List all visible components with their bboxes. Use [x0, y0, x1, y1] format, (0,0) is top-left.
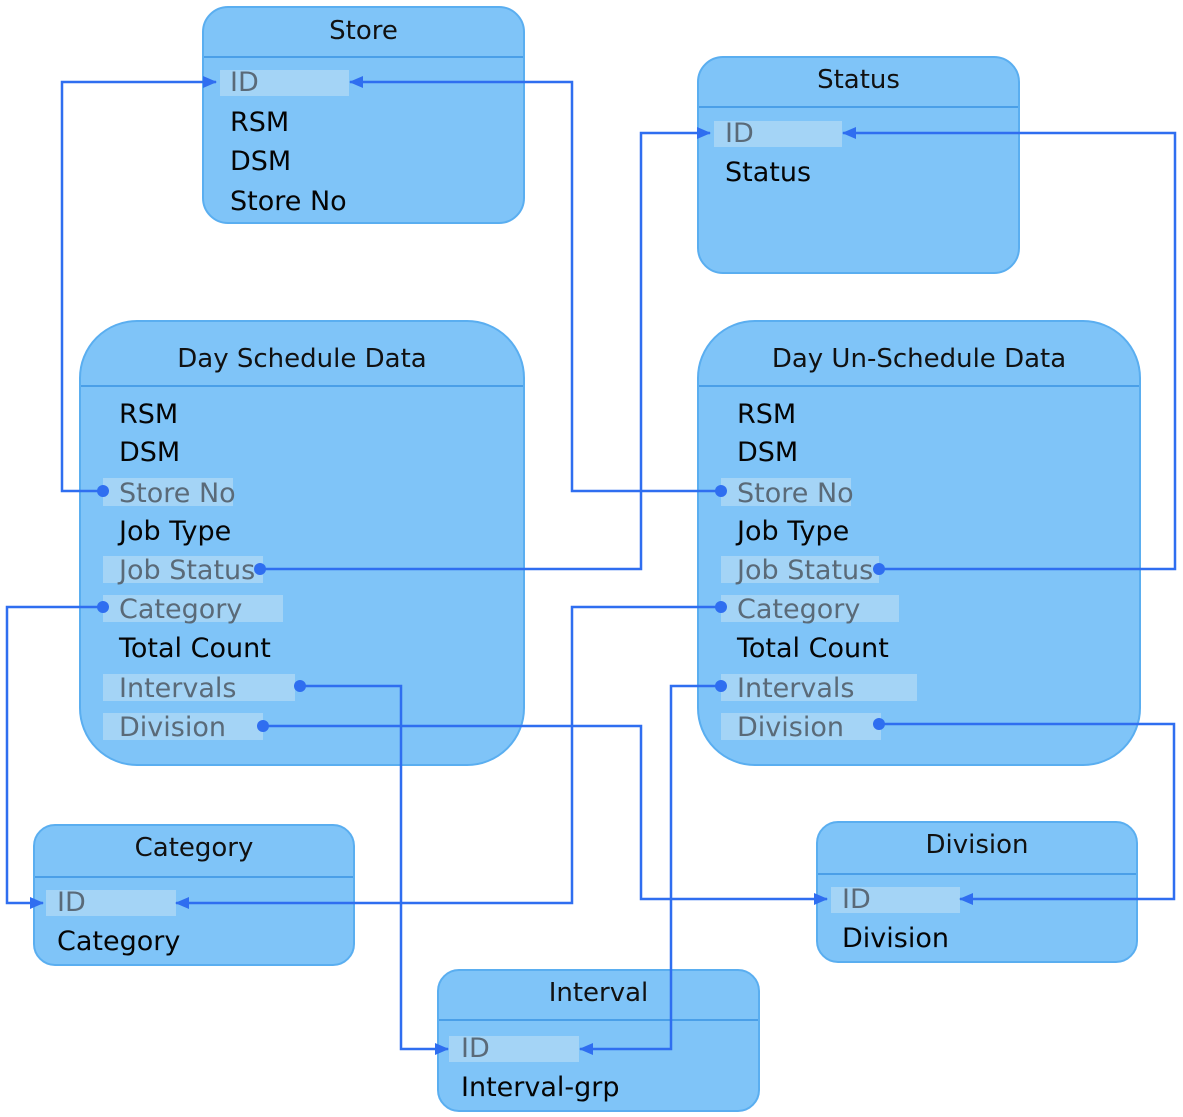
key-highlight [721, 478, 851, 506]
field-total-count: Total Count [119, 633, 271, 664]
link-unschedule-intervals-to-interval-id [579, 684, 721, 1055]
key-highlight [103, 713, 263, 740]
field-division: Division [842, 923, 949, 954]
table-title: Store [329, 16, 398, 46]
link-unschedule-division-to-division-id [879, 722, 1176, 905]
field-status: Status [725, 157, 812, 188]
title-separator [204, 56, 523, 58]
table-title: Status [817, 65, 900, 95]
connector-dot [873, 563, 885, 575]
field-store-no: Store No [119, 478, 236, 509]
key-highlight [103, 674, 295, 701]
field-job-type: Job Type [737, 516, 850, 547]
key-highlight [721, 556, 879, 583]
key-highlight [103, 595, 283, 622]
key-highlight [714, 121, 842, 147]
field-id: ID [461, 1033, 490, 1064]
title-separator [818, 873, 1136, 875]
link-unschedule-category-to-category-id [175, 605, 721, 909]
field-rsm: RSM [230, 107, 290, 138]
field-rsm: RSM [119, 399, 179, 430]
division-table: Division ID Division [816, 821, 1138, 963]
connector-dot [254, 563, 266, 575]
link-schedule-division-to-division-id [263, 724, 828, 905]
link-schedule-jobstatus-to-status-id [260, 127, 711, 571]
connector-dot [715, 601, 727, 613]
title-separator [699, 106, 1018, 108]
store-table: Store ID RSM DSM Store No [202, 6, 525, 224]
key-highlight [103, 478, 233, 506]
field-division: Division [737, 712, 844, 743]
field-dsm: DSM [737, 437, 799, 468]
connector-dot [715, 485, 727, 497]
field-job-status: Job Status [737, 555, 874, 586]
table-title: Interval [548, 978, 649, 1008]
key-highlight [831, 887, 960, 913]
field-division: Division [119, 712, 226, 743]
field-dsm: DSM [230, 146, 292, 177]
field-category: Category [57, 926, 181, 957]
link-schedule-storeno-to-store-id [60, 76, 217, 493]
field-id: ID [57, 887, 86, 918]
field-store-no: Store No [230, 186, 347, 217]
field-id: ID [230, 67, 259, 98]
link-unschedule-storeno-to-store-id [349, 76, 721, 493]
title-separator [81, 385, 523, 387]
field-rsm: RSM [737, 399, 797, 430]
key-highlight [220, 70, 349, 96]
connector-dot [97, 485, 109, 497]
connector-dot [715, 680, 727, 692]
field-total-count: Total Count [737, 633, 889, 664]
connector-dot [97, 601, 109, 613]
field-category: Category [119, 594, 243, 625]
table-title: Division [925, 830, 1029, 860]
field-intervals: Intervals [119, 673, 237, 704]
day-schedule-data-table: Day Schedule Data RSM DSM Store No Job T… [79, 320, 525, 766]
title-separator [35, 876, 353, 878]
key-highlight [721, 595, 899, 622]
title-separator [699, 385, 1139, 387]
field-category: Category [737, 594, 861, 625]
connector-dot [257, 720, 269, 732]
table-title: Day Un-Schedule Data [771, 344, 1067, 374]
field-job-type: Job Type [119, 516, 232, 547]
key-highlight [103, 556, 263, 583]
connector-dot [294, 680, 306, 692]
field-intervals: Intervals [737, 673, 855, 704]
link-schedule-intervals-to-interval-id [300, 684, 449, 1055]
key-highlight [721, 674, 917, 701]
link-schedule-category-to-category-id [5, 605, 103, 909]
field-dsm: DSM [119, 437, 181, 468]
category-table: Category ID Category [33, 824, 355, 966]
title-separator [439, 1019, 758, 1021]
table-title: Category [134, 833, 254, 863]
day-unschedule-data-table: Day Un-Schedule Data RSM DSM Store No Jo… [697, 320, 1141, 766]
field-id: ID [842, 884, 871, 915]
connector-dot [873, 718, 885, 730]
field-job-status: Job Status [119, 555, 256, 586]
table-title: Day Schedule Data [177, 344, 427, 374]
key-highlight [46, 890, 176, 916]
status-table: Status ID Status [697, 56, 1020, 274]
key-highlight [449, 1036, 579, 1062]
link-unschedule-jobstatus-to-status-id [842, 127, 1177, 571]
field-interval-grp: Interval-grp [461, 1072, 620, 1103]
field-id: ID [725, 118, 754, 149]
key-highlight [721, 713, 881, 740]
field-store-no: Store No [737, 478, 854, 509]
interval-table: Interval ID Interval-grp [437, 969, 760, 1112]
